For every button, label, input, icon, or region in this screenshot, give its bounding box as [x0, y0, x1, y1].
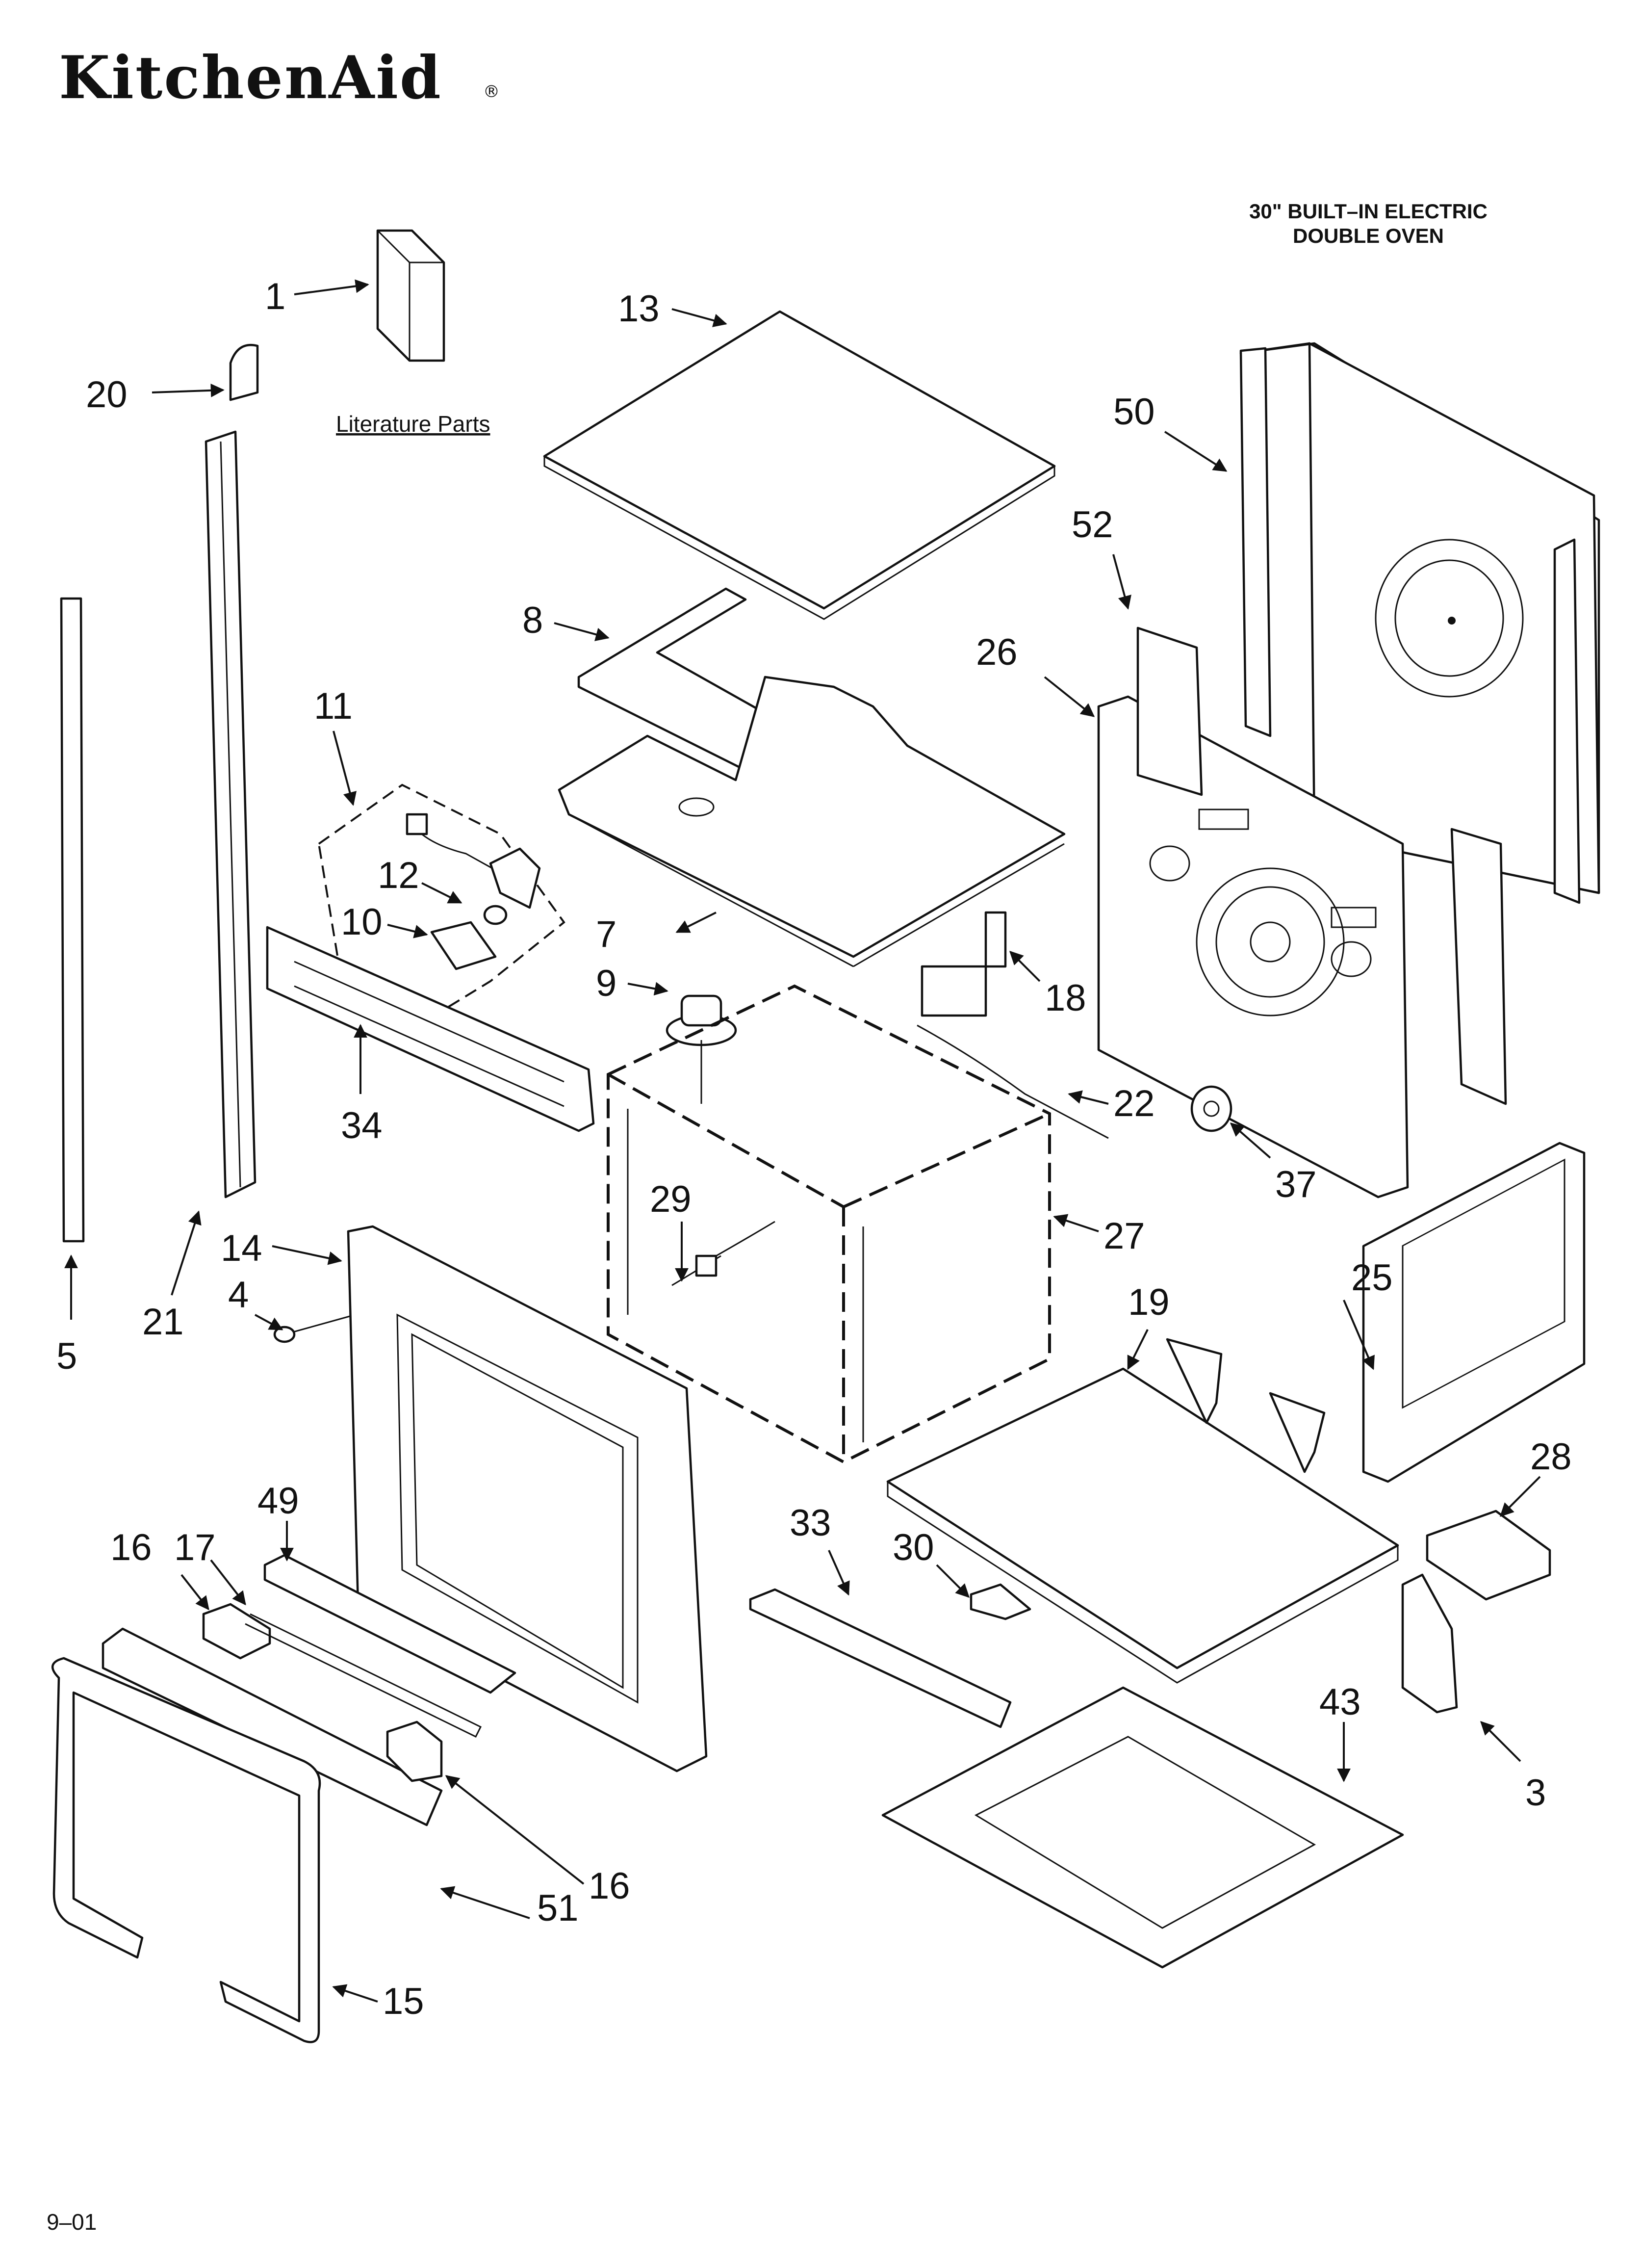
date-code: 9–01: [47, 2209, 97, 2235]
part-21-side-trim: [205, 430, 257, 1199]
part-14-front-frame: [347, 1225, 708, 1773]
callout-7: 7: [596, 913, 616, 955]
callout-10: 10: [341, 901, 383, 943]
diagram-title-line1: 30" BUILT–IN ELECTRIC: [1249, 200, 1488, 223]
callout-34: 34: [341, 1105, 383, 1147]
callout-25: 25: [1351, 1257, 1393, 1299]
part-50-back-panel: [1239, 342, 1600, 904]
part-13-top-panel: [543, 310, 1056, 610]
callout-28: 28: [1530, 1436, 1572, 1478]
part-22-element: [917, 1024, 1109, 1139]
part-1-literature: [376, 229, 445, 362]
callout-4: 4: [228, 1274, 249, 1316]
callout-16-b: 16: [589, 1865, 630, 1907]
part-5-side-trim: [60, 597, 85, 1243]
part-29-probe: [671, 1221, 775, 1286]
callout-labels: 1 20 13 50 52 8 26 11 12 10 7 9 18 34 22…: [56, 276, 1572, 2022]
callout-19: 19: [1128, 1281, 1170, 1323]
callout-27: 27: [1103, 1215, 1145, 1257]
callout-11: 11: [314, 685, 353, 727]
part-10-lens: [430, 921, 497, 970]
callout-15: 15: [383, 1981, 424, 2022]
callout-1: 1: [265, 276, 285, 317]
callout-50: 50: [1113, 391, 1155, 433]
callout-30: 30: [893, 1527, 934, 1568]
callout-17: 17: [174, 1527, 216, 1568]
part-9-thermostat: [666, 994, 737, 1104]
callout-26: 26: [976, 631, 1018, 673]
part-33-strip: [749, 1588, 1012, 1728]
callout-29: 29: [650, 1178, 692, 1220]
part-16-block-b: [386, 1721, 443, 1782]
callout-20: 20: [86, 374, 128, 416]
part-18-switch: [921, 911, 1007, 1017]
callout-49: 49: [257, 1480, 299, 1522]
callout-16-a: 16: [110, 1527, 152, 1568]
callout-12: 12: [378, 855, 419, 896]
callout-43: 43: [1319, 1681, 1361, 1723]
part-30-bracket: [970, 1583, 1031, 1620]
part-27-oven-cavity: [607, 984, 1051, 1464]
part-3-bracket: [1401, 1573, 1458, 1714]
part-51-trim: [102, 1627, 443, 1826]
part-7-top-plate: [558, 676, 1066, 967]
callout-33: 33: [790, 1502, 831, 1544]
part-37-sensor: [1190, 1085, 1232, 1132]
callout-arrows: [64, 279, 1541, 2003]
part-19-bottom-panel: [886, 1338, 1399, 1684]
callout-18: 18: [1045, 977, 1086, 1019]
callout-52: 52: [1072, 504, 1113, 546]
callout-37: 37: [1275, 1164, 1317, 1205]
part-20-tab: [229, 344, 259, 401]
brand-logo-text: KitchenAid: [59, 43, 442, 112]
callout-5: 5: [56, 1335, 77, 1377]
brand-logo: KitchenAid ®: [59, 43, 500, 112]
callout-3: 3: [1525, 1772, 1546, 1814]
callout-9: 9: [596, 963, 616, 1004]
callout-14: 14: [221, 1227, 262, 1269]
part-43-bottom-tray: [881, 1686, 1404, 1969]
part-15-gasket: [51, 1657, 321, 2043]
part-28-terminal-block: [1426, 1510, 1551, 1601]
callout-21: 21: [142, 1301, 184, 1343]
callout-51: 51: [537, 1887, 579, 1929]
registered-mark: ®: [483, 82, 500, 102]
part-16-block-a: [202, 1603, 271, 1660]
callout-8: 8: [522, 600, 543, 641]
diagram-title-line2: DOUBLE OVEN: [1293, 224, 1444, 247]
part-25-side-panel: [1362, 1142, 1586, 1483]
callout-22: 22: [1113, 1083, 1155, 1124]
part-12-bulb: [483, 905, 508, 925]
literature-parts-label: Literature Parts: [336, 411, 490, 437]
callout-13: 13: [618, 288, 660, 330]
part-26-inner-back-panel: [1097, 626, 1507, 1199]
part-17-strip: [245, 1613, 482, 1738]
part-34-vent-grille: [266, 926, 595, 1132]
